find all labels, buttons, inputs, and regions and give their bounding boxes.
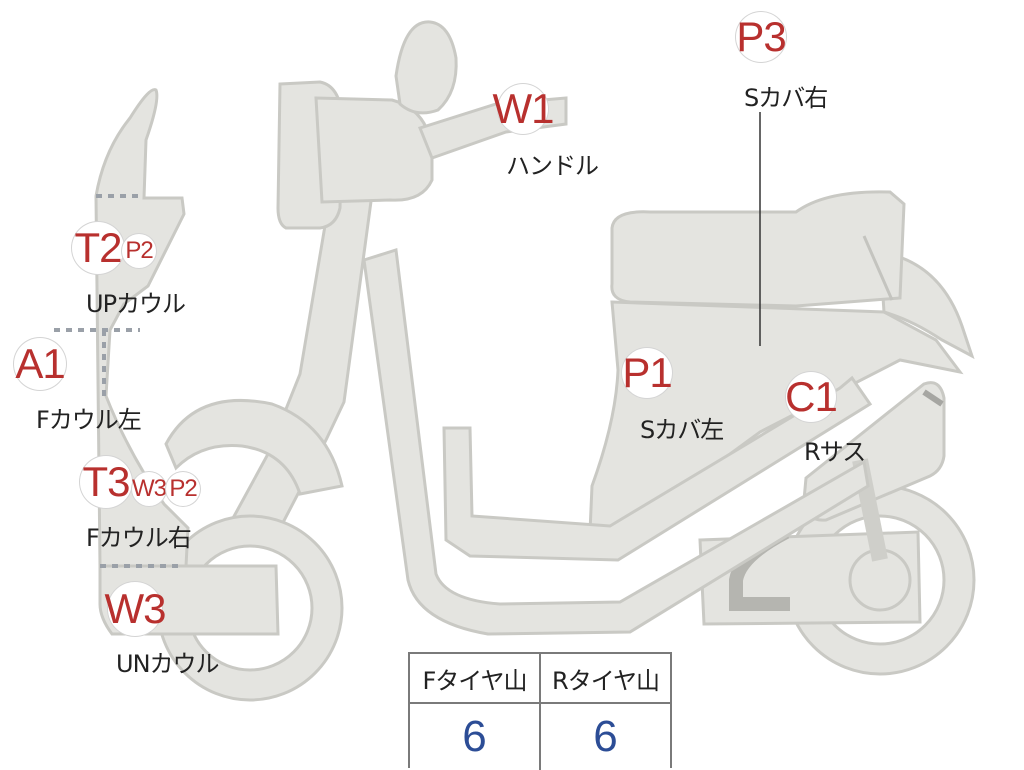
label-s-cover-left: Sカバ左 [640,416,724,444]
rear-tire-tread-value: 6 [539,704,670,770]
rear-shock-rod [922,389,944,407]
marker-w1: W1 [492,84,555,134]
marker-p2-lower: P2 [166,472,200,506]
mirror [394,20,458,115]
label-f-cowl-left: Fカウル左 [36,406,142,434]
marker-p2-upper: P2 [122,234,156,268]
front-tire-tread-value: 6 [462,712,487,761]
label-s-cover-right: Sカバ右 [744,84,828,112]
front-tire-tread-header: Fタイヤ山 [422,666,527,695]
marker-c1: C1 [785,372,838,422]
tire-tread-table: Fタイヤ山 Rタイヤ山 6 6 [408,652,672,770]
marker-w3-big: W3 [105,582,167,636]
front-cowl [94,88,190,568]
marker-w3-small: W3 [132,472,167,506]
marker-t2: T2 [72,222,124,274]
handle-pod [314,96,434,204]
frame-down-tube [362,248,870,636]
label-r-sus: Rサス [804,438,866,466]
marker-p3: P3 [736,12,787,62]
marker-a1: A1 [14,338,66,390]
label-un-cowl: UNカウル [116,650,220,678]
seat [610,190,906,308]
tail-light [878,250,975,360]
label-f-cowl-right: Fカウル右 [86,524,192,552]
rear-tire-tread-header: Rタイヤ山 [539,654,670,702]
steering-column [230,192,374,569]
label-up-cowl: UPカウル [86,290,186,318]
front-fender [164,399,344,496]
marker-p1: P1 [622,348,673,398]
marker-t3: T3 [80,456,132,508]
label-handle: ハンドル [506,152,599,180]
side-cover [588,300,964,534]
